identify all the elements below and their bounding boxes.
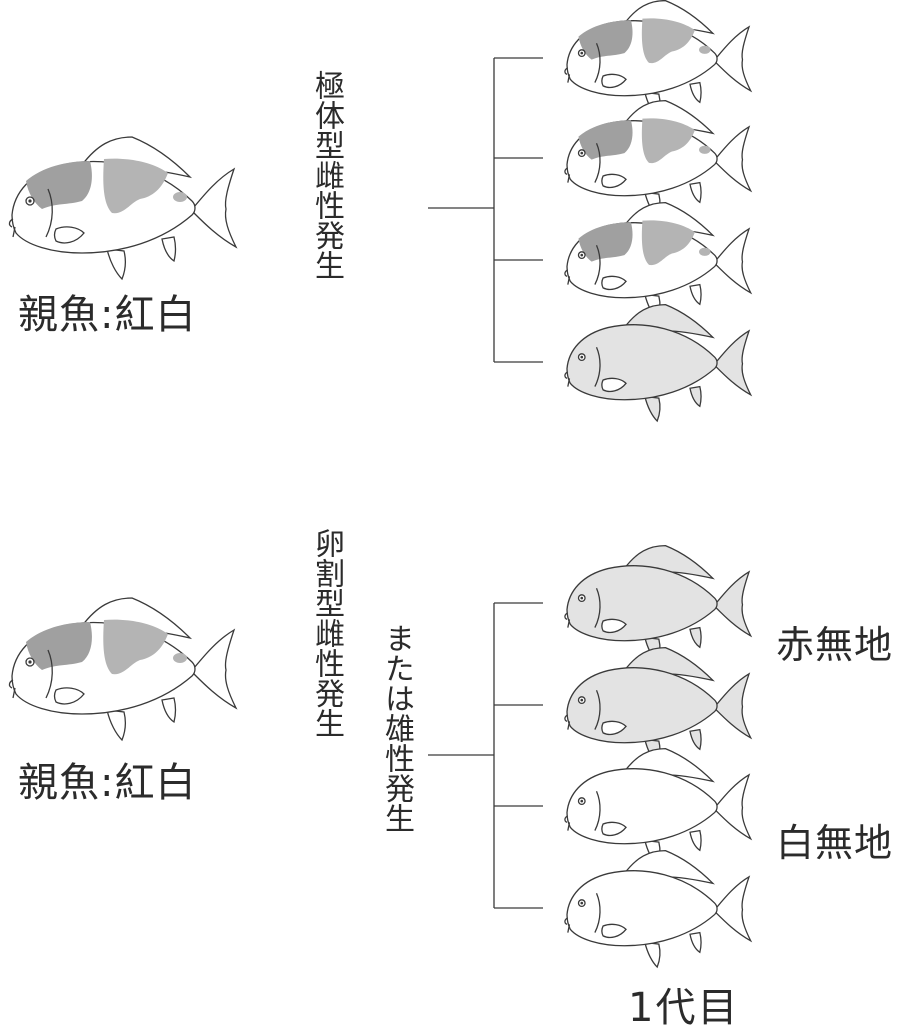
bottom-branch-lines: [428, 602, 543, 909]
top-offspring-fish-1: [564, 0, 753, 119]
top-offspring-fish-4: [564, 303, 753, 423]
bottom-offspring-fish-4: [564, 849, 753, 969]
top-branch-lines: [428, 57, 543, 363]
top-offspring-fish-2: [564, 99, 753, 219]
generation-label: 1代目: [628, 985, 740, 1031]
bottom-method-label-2: または雄性発生: [379, 623, 414, 833]
bottom-method-label-1: 卵割型雌性発生: [309, 528, 344, 738]
top-method-label: 極体型雌性発生: [309, 70, 344, 280]
white-solid-label: 白無地: [776, 821, 894, 865]
bottom-offspring-fish-1: [564, 544, 753, 664]
top-parent-label: 親魚:紅白: [18, 292, 197, 338]
bottom-parent-fish: [8, 597, 238, 742]
bottom-parent-label: 親魚:紅白: [18, 760, 197, 806]
red-solid-label: 赤無地: [776, 623, 894, 667]
top-parent-fish: [8, 136, 238, 281]
top-offspring-fish-3: [564, 201, 753, 321]
bottom-offspring-fish-3: [564, 747, 753, 867]
bottom-offspring-fish-2: [564, 646, 753, 766]
